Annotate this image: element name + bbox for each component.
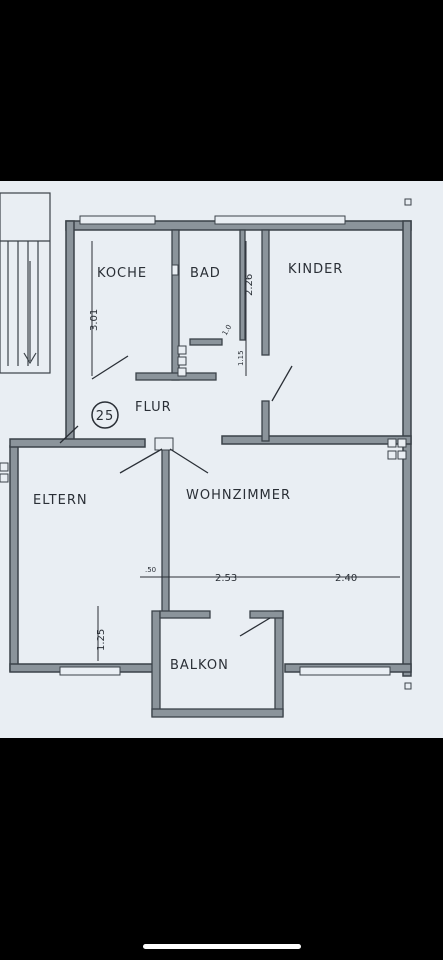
dim-living-left: .50 xyxy=(145,566,156,574)
door-swings xyxy=(59,355,293,637)
dim-bath-height: 2.26 xyxy=(244,274,255,296)
stairwell xyxy=(0,192,51,374)
unit-number: 25 xyxy=(96,409,115,424)
room-label-hall: FLUR xyxy=(135,400,172,415)
shafts xyxy=(0,198,412,690)
windows xyxy=(59,215,391,676)
dim-living-right: 2.40 xyxy=(335,573,357,584)
home-indicator-bar[interactable] xyxy=(143,944,301,949)
dim-kitchen-height: 3.01 xyxy=(89,309,100,331)
room-label-balcony: BALKON xyxy=(170,658,229,673)
room-label-kitchen: KOCHE xyxy=(97,266,147,281)
outer-walls xyxy=(9,220,412,677)
unit-number-badge: 25 xyxy=(91,401,119,429)
interior-walls xyxy=(135,229,284,718)
dim-parents-bottom: 1.25 xyxy=(96,629,107,651)
floor-plan-image[interactable]: 25 KOCHE BAD KINDER FLUR ELTERN WOHNZIMM… xyxy=(0,181,443,738)
room-label-parents: ELTERN xyxy=(33,493,88,508)
floor-plan-drawing: 25 KOCHE BAD KINDER FLUR ELTERN WOHNZIMM… xyxy=(0,192,412,718)
dim-living-mid: 2.53 xyxy=(215,573,237,584)
room-label-child: KINDER xyxy=(288,262,343,277)
dim-bath-small: 1.15 xyxy=(237,350,245,366)
room-label-living: WOHNZIMMER xyxy=(186,488,291,503)
dimension-lines xyxy=(91,241,400,661)
room-label-bath: BAD xyxy=(190,266,221,281)
dim-bath-small-2: 1.0 xyxy=(221,323,233,337)
